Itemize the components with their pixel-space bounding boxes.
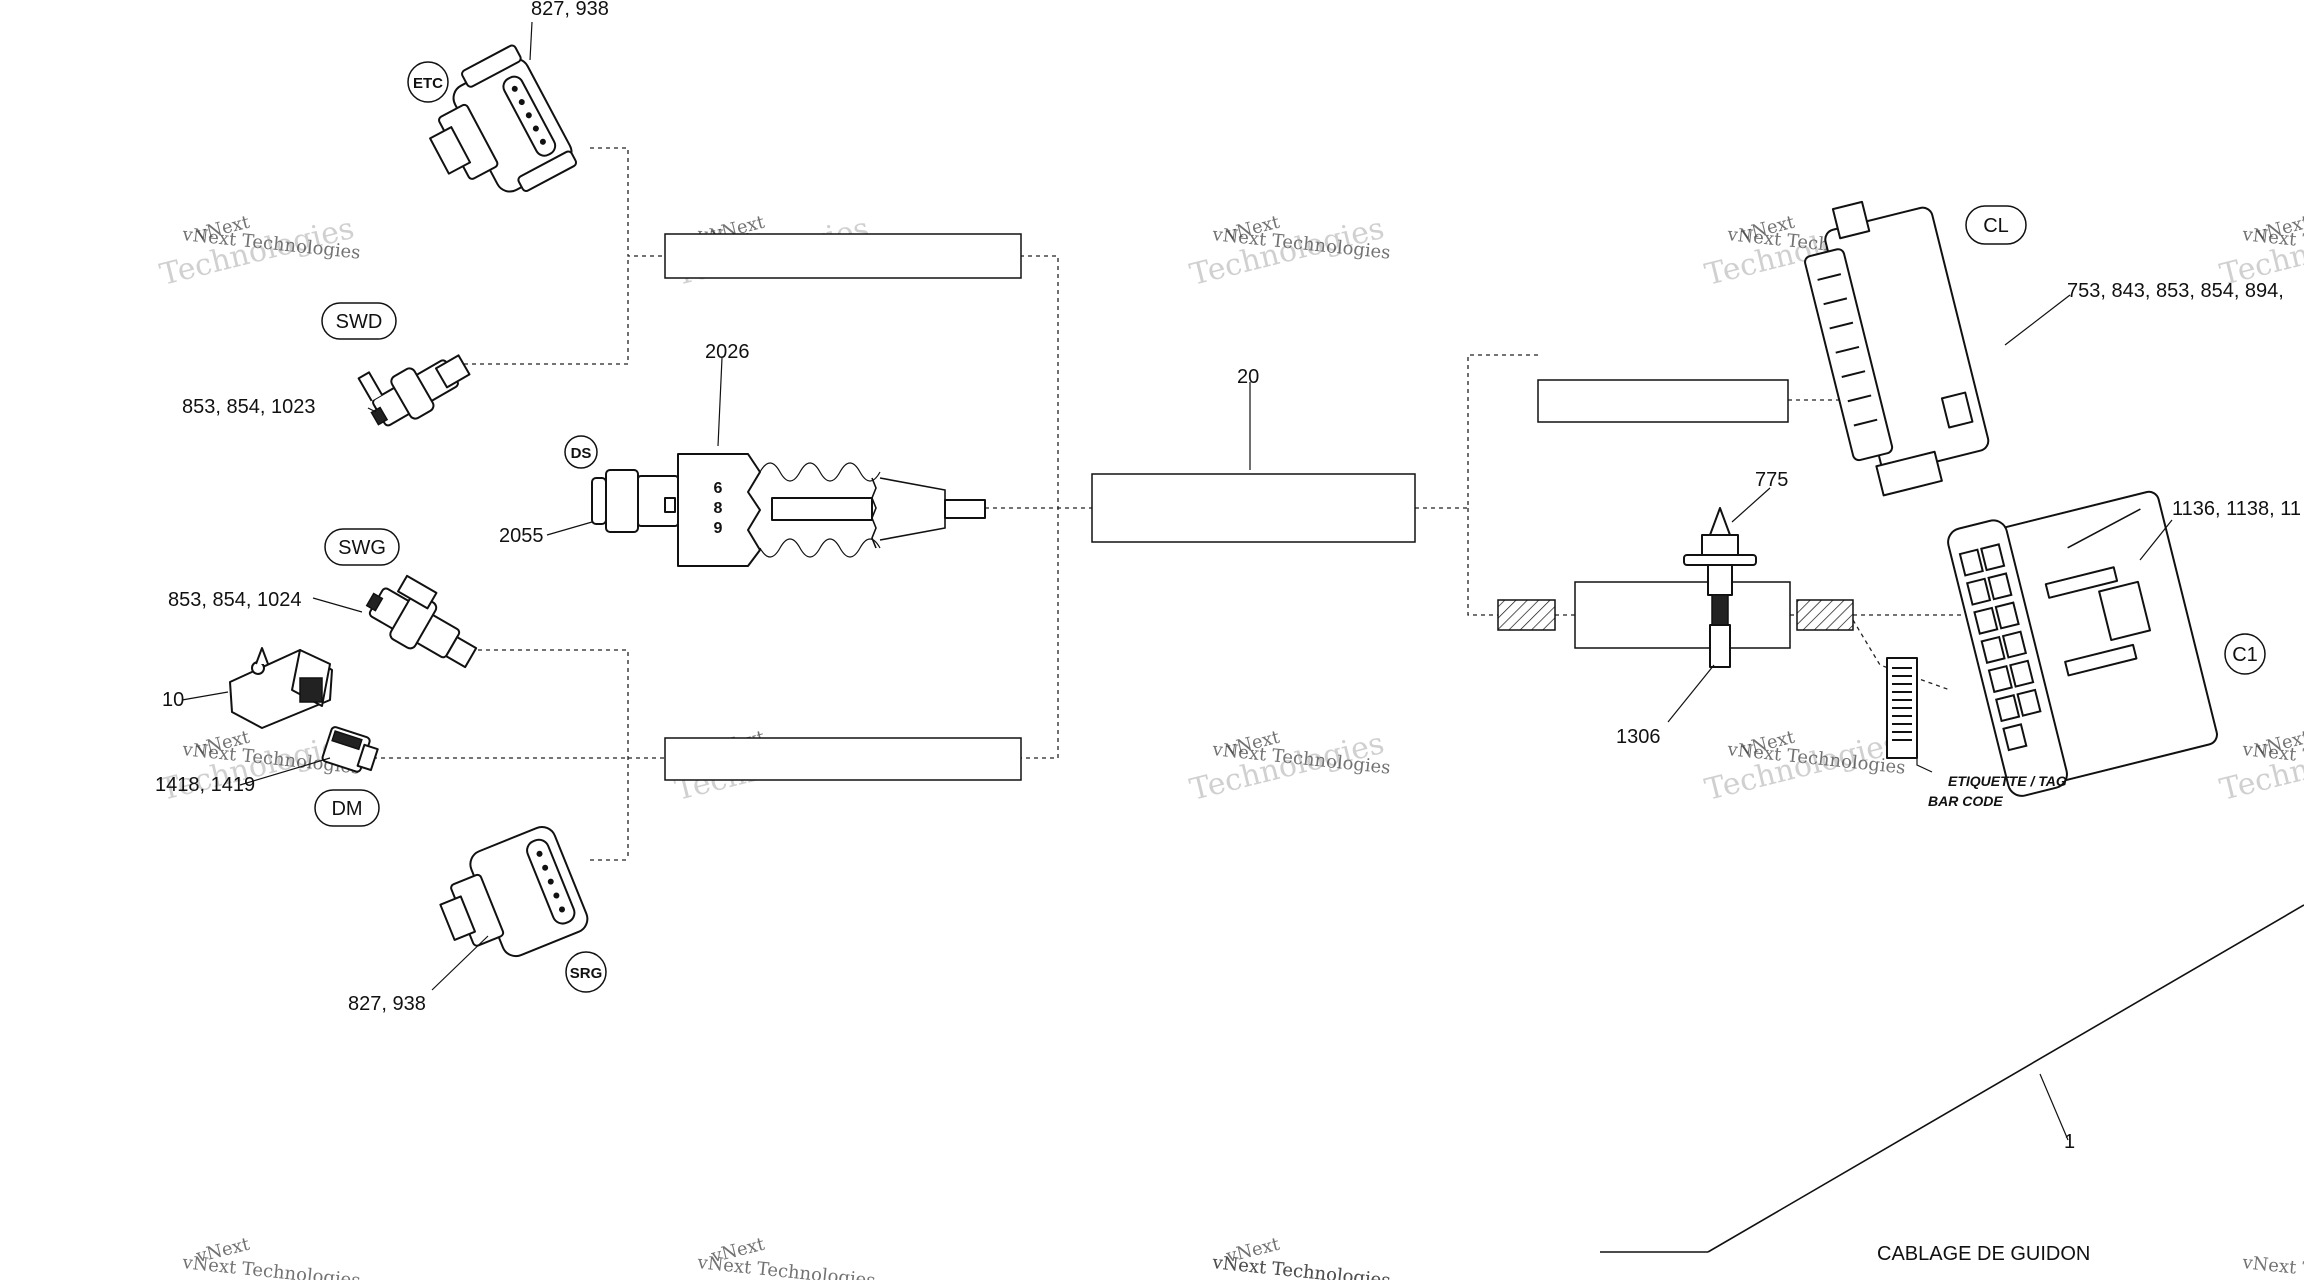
callouts: 827, 938 853, 854, 1023 2026 2055 853, 8… (155, 0, 2301, 1153)
tag-swg-label: SWG (338, 537, 386, 559)
wire-swd (440, 256, 629, 365)
sleeve-upper-left (664, 233, 1022, 279)
callout-ds-plug: 2055 (499, 525, 544, 547)
callout-dm-clip: 10 (162, 689, 184, 711)
tape-wrap-right (1796, 599, 1854, 631)
ds-digit: 9 (714, 520, 723, 537)
callout-cl-parts: 753, 843, 853, 854, 894, (2067, 280, 2284, 302)
tag-etc: ETC (407, 61, 449, 103)
dm-connector (321, 726, 379, 773)
cable-tie (1683, 507, 1757, 668)
callout-harness-sleeve: 20 (1237, 366, 1259, 388)
dm-clip (229, 647, 333, 729)
watermark-text: vNext Technologies (1210, 1252, 1391, 1280)
wire-trunk-left (1020, 255, 1059, 759)
watermark-text: vNext Technologies (2240, 1252, 2304, 1280)
tag-srg-label: SRG (570, 965, 603, 982)
wire-routing (365, 147, 1962, 861)
tag-dm-label: DM (331, 798, 362, 820)
swd-connector (357, 354, 471, 427)
tag-cl-label: CL (1983, 215, 2009, 237)
drawing-title: CABLAGE DE GUIDON (1877, 1243, 2090, 1265)
watermark-text: vNext Technologies (180, 1252, 361, 1280)
tag-ds: DS (564, 435, 598, 469)
tag-swg: SWG (324, 528, 400, 566)
tag-c1-label: C1 (2232, 644, 2258, 666)
ds-digit: 8 (714, 500, 723, 517)
tag-cl: CL (1965, 205, 2027, 245)
sleeve-lower-right (1574, 581, 1791, 649)
wire-swg (470, 649, 629, 860)
barcode-label-line1: ETIQUETTE / TAG (1948, 773, 2067, 789)
cl-connector (1804, 200, 1990, 497)
leader-lines (181, 21, 2304, 1253)
srg-connector (439, 825, 589, 958)
sleeve-upper-right (1537, 379, 1789, 423)
barcode-label-line2: BAR CODE (1928, 793, 2003, 809)
callout-tie-head: 775 (1755, 469, 1788, 491)
etc-connector (429, 44, 578, 193)
harness-sleeve (1091, 473, 1416, 543)
callout-dm-parts: 1418, 1419 (155, 774, 255, 796)
callout-harness: 1 (2064, 1131, 2075, 1153)
tag-etc-label: ETC (413, 75, 443, 92)
callout-c1-parts: 1136, 1138, 11 (2172, 498, 2301, 520)
wire-barcode (1852, 619, 1951, 691)
watermark-text: vNext Technologies (695, 1252, 876, 1280)
tape-wrap-left (1497, 599, 1556, 631)
wire-trunk-down (1467, 508, 1498, 616)
tag-c1: C1 (2224, 633, 2266, 675)
tag-srg: SRG (565, 951, 607, 993)
sleeve-lower-left (664, 737, 1022, 781)
c1-connector (1947, 490, 2218, 797)
tag-swd-label: SWD (336, 311, 383, 333)
wire-trunk-up (1415, 354, 1538, 509)
swg-connector (365, 574, 478, 669)
ds-digit: 6 (714, 480, 723, 497)
tag-ds-label: DS (571, 445, 592, 462)
tag-dm: DM (314, 789, 380, 827)
callout-etc-parts: 827, 938 (531, 0, 609, 20)
callout-swg-parts: 853, 854, 1024 (168, 589, 301, 611)
tag-swd: SWD (321, 302, 397, 340)
callout-srg-parts: 827, 938 (348, 993, 426, 1015)
callout-swd-parts: 853, 854, 1023 (182, 396, 315, 418)
wire-etc (590, 147, 665, 257)
ds-sensor: 6 8 9 (591, 453, 986, 567)
callout-ds-cable: 2026 (705, 341, 750, 363)
callout-tie-strap: 1306 (1616, 726, 1661, 748)
harness-boxes (664, 233, 1791, 781)
barcode-label: ETIQUETTE / TAG BAR CODE (1886, 657, 2067, 809)
